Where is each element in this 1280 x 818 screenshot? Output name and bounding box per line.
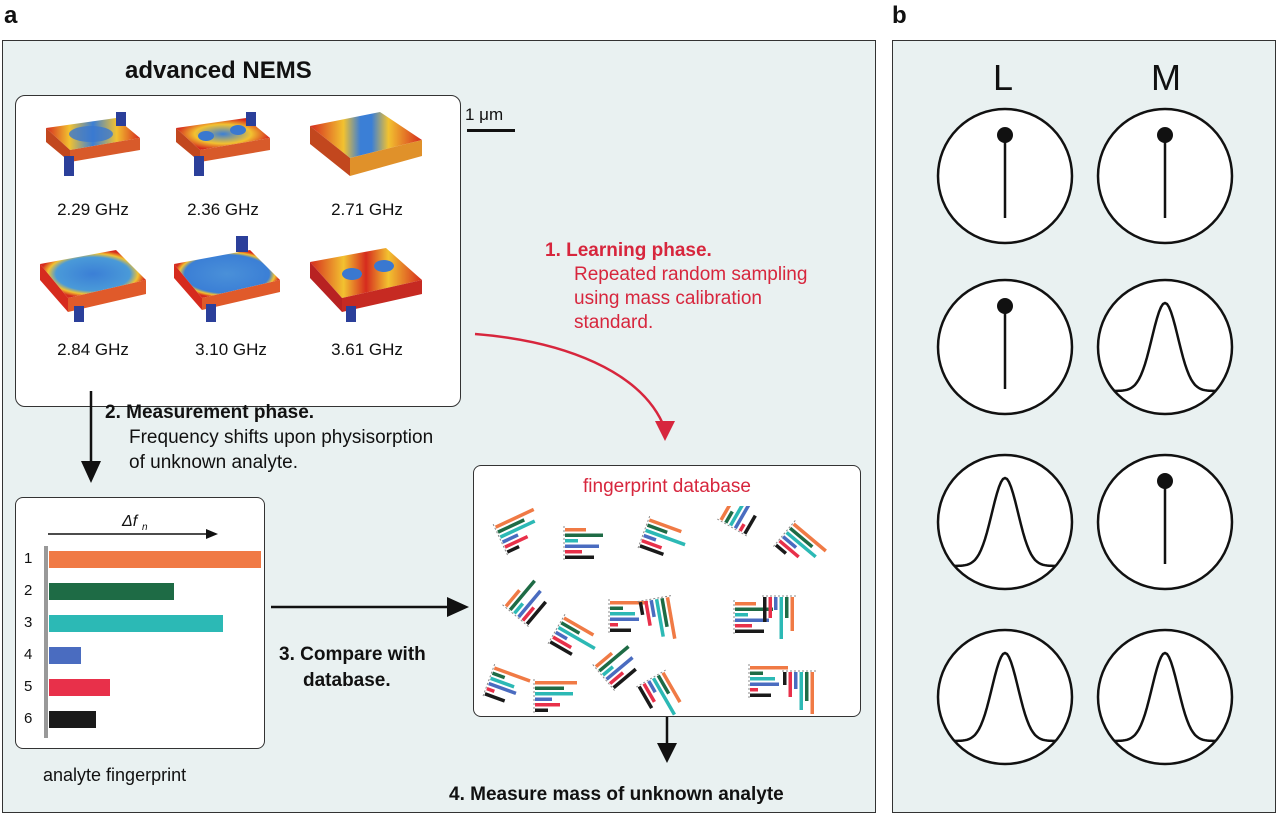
- database-fingerprint-5: [771, 520, 827, 559]
- fingerprint-bar-3: [49, 615, 223, 632]
- database-fingerprint-7: [546, 614, 596, 656]
- fingerprint-row-label: 5: [24, 678, 33, 695]
- database-fingerprint-6: [502, 579, 548, 629]
- fingerprint-bar-1: [49, 551, 261, 568]
- panel-a-letter: a: [4, 2, 18, 29]
- learning-line2: using mass calibration: [574, 288, 762, 309]
- database-fingerprints: [481, 506, 827, 716]
- database-fingerprint-9: [635, 595, 677, 639]
- delta-f-subscript: n: [142, 522, 148, 533]
- fingerprint-bar-5: [49, 679, 110, 696]
- fingerprint-row-label: 2: [24, 582, 33, 599]
- database-fingerprint-13: [533, 679, 577, 715]
- compare-line2: database.: [303, 670, 391, 691]
- database-fingerprint-14: [592, 645, 637, 693]
- database-fingerprint-17: [780, 670, 816, 714]
- fingerprint-row-label: 4: [24, 646, 33, 663]
- pin-icon: [1096, 107, 1234, 245]
- pin-icon: [1096, 453, 1234, 591]
- fingerprint-caption: analyte fingerprint: [43, 765, 187, 785]
- scale-bar-label: 1 μm: [465, 105, 504, 124]
- database-fingerprint-12: [481, 663, 531, 703]
- database-fingerprint-11: [760, 595, 796, 639]
- peak-icon: [1096, 628, 1234, 766]
- panel-b-letter: b: [892, 2, 907, 29]
- fingerprint-row-label: 3: [24, 614, 33, 631]
- fingerprint-bar-6: [49, 711, 96, 728]
- fingerprint-axis: [44, 546, 48, 738]
- fingerprint-row-label: 6: [24, 710, 33, 727]
- peak-icon: [936, 453, 1074, 591]
- fingerprint-bar-4: [49, 647, 81, 664]
- peak-icon: [1096, 278, 1234, 416]
- mode-shape-5: [174, 236, 280, 322]
- database-title: fingerprint database: [583, 476, 751, 497]
- column-l-label: L: [993, 57, 1014, 98]
- state-grid: [936, 107, 1234, 766]
- learning-arrow: [474, 332, 667, 430]
- mode-freq-6: 3.61 GHz: [331, 340, 403, 359]
- mode-freq-5: 3.10 GHz: [195, 340, 267, 359]
- database-fingerprint-15: [634, 669, 682, 716]
- learning-line3: standard.: [574, 312, 654, 333]
- measurement-line2: of unknown analyte.: [129, 452, 299, 473]
- database-fingerprint-3: [636, 515, 686, 557]
- mode-freq-2: 2.36 GHz: [187, 200, 259, 219]
- mode-shape-3: [310, 112, 422, 176]
- nems-modes-box: 2.29 GHz 2.36 GHz 2.71 GHz: [15, 95, 461, 407]
- measurement-title: 2. Measurement phase.: [105, 402, 315, 423]
- measure-mass-label: 4. Measure mass of unknown analyte: [449, 784, 784, 805]
- column-m-label: M: [1151, 57, 1181, 98]
- database-fingerprint-16: [748, 664, 788, 700]
- compare-line1: 3. Compare with: [279, 644, 426, 665]
- pin-icon: [936, 278, 1074, 416]
- delta-f-label: Δf: [121, 513, 139, 530]
- delta-f-axis: Δf n: [48, 513, 218, 539]
- mode-shape-4: [40, 250, 146, 322]
- fingerprint-row-label: 1: [24, 550, 33, 567]
- panel-b: L M: [892, 40, 1276, 813]
- mode-shape-1: [46, 112, 140, 176]
- mode-shape-2: [176, 112, 270, 176]
- fingerprint-box: Δf n 1 2 3 4 5 6: [15, 497, 265, 749]
- mode-freq-3: 2.71 GHz: [331, 200, 403, 219]
- database-fingerprint-8: [608, 599, 648, 635]
- nems-title: advanced NEMS: [125, 57, 312, 84]
- learning-line1: Repeated random sampling: [574, 264, 808, 285]
- mode-freq-1: 2.29 GHz: [57, 200, 129, 219]
- database-fingerprint-2: [563, 526, 603, 562]
- database-fingerprint-4: [717, 506, 757, 538]
- learning-title: 1. Learning phase.: [545, 240, 712, 261]
- peak-icon: [936, 628, 1074, 766]
- scale-bar: [467, 129, 515, 132]
- mode-shape-6: [310, 248, 422, 322]
- pin-icon: [936, 107, 1074, 245]
- measurement-line1: Frequency shifts upon physisorption: [129, 427, 434, 448]
- mode-freq-4: 2.84 GHz: [57, 340, 129, 359]
- fingerprint-bar-2: [49, 583, 174, 600]
- database-fingerprint-10: [733, 600, 773, 636]
- flow-arrows: [81, 332, 677, 763]
- database-fingerprint-1: [492, 507, 536, 558]
- database-box: fingerprint database: [473, 465, 861, 717]
- panel-a: advanced NEMS: [2, 40, 876, 813]
